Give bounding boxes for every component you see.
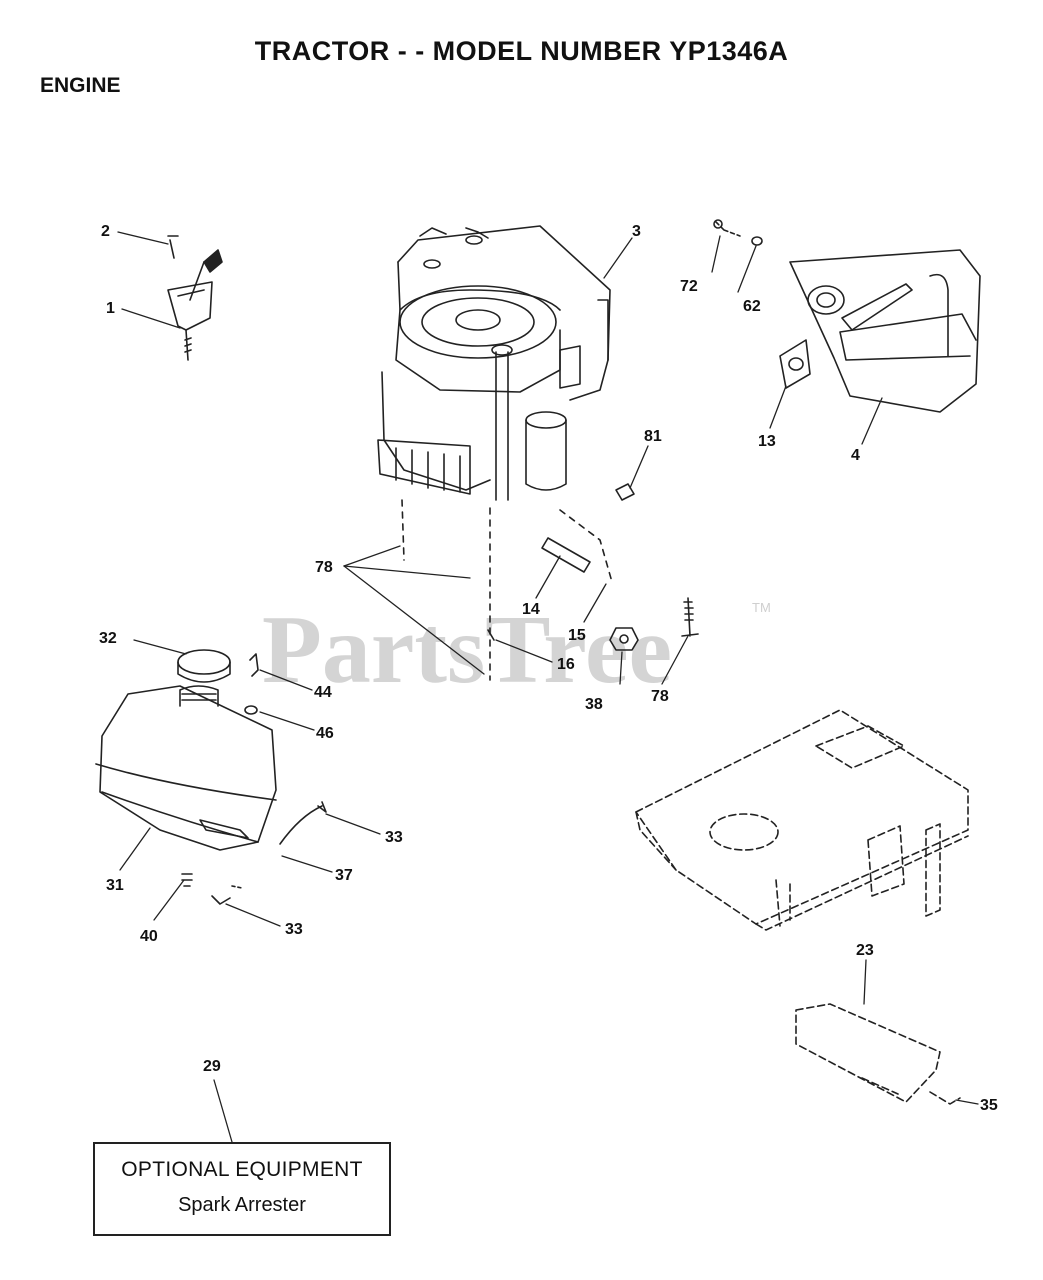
callout-label: 62 <box>743 298 761 315</box>
callout-label: 15 <box>568 627 586 644</box>
callout-label: 13 <box>758 433 776 450</box>
callout-label: 78 <box>651 688 669 705</box>
muffler-drawing <box>713 219 981 413</box>
optional-equipment-item: Spark Arrester <box>178 1194 306 1216</box>
watermark-text: PartsTree <box>262 596 672 704</box>
callout-label: 31 <box>106 877 124 894</box>
callout-label: 23 <box>856 942 874 959</box>
page-title: TRACTOR - - MODEL NUMBER YP1346A <box>254 36 789 66</box>
callout-label: 33 <box>285 921 303 938</box>
callout-label: 46 <box>316 725 334 742</box>
throttle-control-drawing <box>167 235 223 361</box>
callout-label: 72 <box>680 278 698 295</box>
callout-label: 37 <box>335 867 353 884</box>
bracket-drawing <box>795 1003 961 1105</box>
callout-label: 38 <box>585 696 603 713</box>
watermark-trademark: TM <box>752 600 771 615</box>
section-title: ENGINE <box>40 74 121 97</box>
engine-drawing <box>377 225 611 501</box>
leader-lines <box>117 231 979 1143</box>
optional-equipment-title: OPTIONAL EQUIPMENT <box>121 1158 363 1181</box>
hardware-drawing <box>401 483 699 681</box>
mounting-plate-drawing <box>635 709 969 931</box>
optional-equipment-box: OPTIONAL EQUIPMENT Spark Arrester <box>93 1142 391 1236</box>
callout-label: 40 <box>140 928 158 945</box>
callout-label: 14 <box>522 601 540 618</box>
callout-label: 32 <box>99 630 117 647</box>
fuel-tank-drawing <box>95 649 327 905</box>
callout-label: 1 <box>106 300 115 317</box>
callout-labels: 2 1 3 72 62 13 4 81 78 14 15 16 38 78 32… <box>99 223 998 1114</box>
callout-label: 16 <box>557 656 575 673</box>
callout-label: 4 <box>851 447 860 464</box>
callout-label: 35 <box>980 1097 998 1114</box>
callout-label: 44 <box>314 684 332 701</box>
callout-label: 81 <box>644 428 662 445</box>
callout-label: 3 <box>632 223 641 240</box>
callout-label: 33 <box>385 829 403 846</box>
callout-label: 29 <box>203 1058 221 1075</box>
callout-label: 2 <box>101 223 110 240</box>
callout-label: 78 <box>315 559 333 576</box>
